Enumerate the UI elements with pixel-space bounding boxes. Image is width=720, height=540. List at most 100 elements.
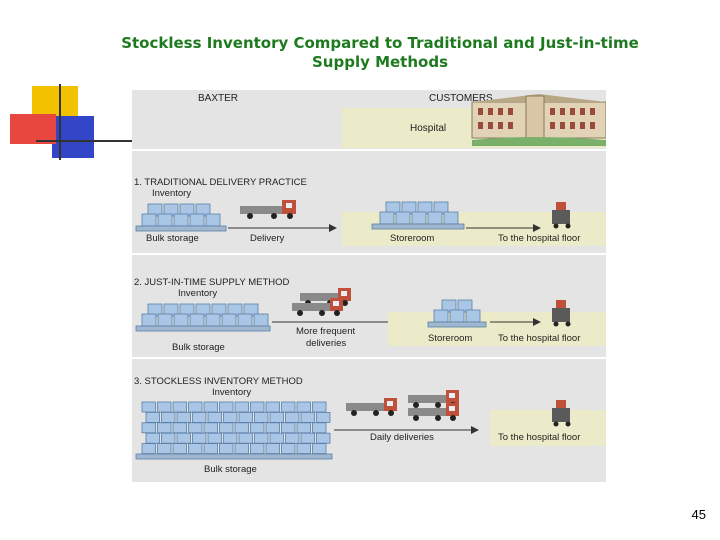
inventory-box (223, 411, 238, 423)
section-3-delivery-label: Daily deliveries (370, 432, 434, 443)
supplier-label: BAXTER (198, 93, 238, 104)
inventory-box (238, 432, 253, 444)
inventory-box (285, 432, 300, 444)
section-3-inventory-label: Inventory (212, 387, 251, 398)
inventory-box (188, 401, 203, 413)
inventory-box (296, 401, 311, 413)
section-3-truck-icon-3 (408, 403, 459, 421)
section-2-bulk-storage-label: Bulk storage (172, 342, 225, 353)
inventory-box (316, 432, 331, 444)
section-1-shelf (135, 225, 227, 232)
inventory-box (176, 411, 191, 423)
section-2-hospital-floor-label: To the hospital floor (498, 333, 580, 344)
inventory-box (207, 432, 222, 444)
inventory-box (281, 443, 296, 455)
page-number: 45 (691, 507, 706, 522)
inventory-box (219, 422, 234, 434)
inventory-box (141, 401, 156, 413)
deco-blue-square (52, 116, 94, 158)
inventory-box (265, 422, 280, 434)
inventory-box (250, 422, 265, 434)
section-2-truck-icon-2 (292, 298, 343, 316)
inventory-box (312, 401, 327, 413)
section-1-storeroom-label: Storeroom (390, 233, 434, 244)
section-1-delivery-label: Delivery (250, 233, 285, 244)
slide-title: Stockless Inventory Compared to Traditio… (60, 34, 700, 72)
hospital-building-icon (471, 94, 606, 146)
section-3-bulk-storage-label: Bulk storage (204, 464, 257, 475)
inventory-box (223, 432, 238, 444)
inventory-box (269, 432, 284, 444)
inventory-box (145, 411, 160, 423)
section-2-storeroom-label: Storeroom (428, 333, 472, 344)
section-1-cart-icon (552, 202, 571, 229)
inventory-box (141, 422, 156, 434)
inventory-box (312, 443, 327, 455)
inventory-box (172, 401, 187, 413)
hospital-label: Hospital (410, 123, 446, 134)
inventory-box (234, 401, 249, 413)
section-1-bulk-boxes (141, 203, 221, 227)
inventory-box (219, 443, 234, 455)
inventory-box (234, 422, 249, 434)
inventory-box (161, 411, 176, 423)
inventory-box (312, 422, 327, 434)
inventory-box (285, 411, 300, 423)
inventory-box (161, 432, 176, 444)
inventory-box (300, 411, 315, 423)
inventory-box (234, 443, 249, 455)
inventory-box (219, 401, 234, 413)
corner-decoration (10, 84, 140, 160)
section-1-hospital-floor-label: To the hospital floor (498, 233, 580, 244)
inventory-box (176, 432, 191, 444)
inventory-box (145, 432, 160, 444)
section-3-bulk-boxes (141, 401, 331, 455)
inventory-box (296, 422, 311, 434)
title-line-2: Supply Methods (311, 53, 449, 71)
section-1-title: 1. TRADITIONAL DELIVERY PRACTICE (134, 177, 307, 188)
inventory-box (203, 422, 218, 434)
inventory-box (265, 443, 280, 455)
inventory-box (172, 422, 187, 434)
inventory-box (192, 432, 207, 444)
title-line-1: Stockless Inventory Compared to Traditio… (121, 34, 639, 52)
section-1-storeroom-shelf (371, 223, 465, 230)
inventory-box (188, 443, 203, 455)
inventory-box (269, 411, 284, 423)
inventory-box (203, 443, 218, 455)
inventory-box (281, 401, 296, 413)
inventory-box (192, 411, 207, 423)
inventory-box (172, 443, 187, 455)
inventory-box (254, 411, 269, 423)
section-2-inventory-label: Inventory (178, 288, 217, 299)
supply-diagram: BAXTER CUSTOMERS Hospital 1. TRADITIONAL… (132, 90, 606, 482)
inventory-box (141, 443, 156, 455)
section-2-title: 2. JUST-IN-TIME SUPPLY METHOD (134, 277, 290, 288)
inventory-box (238, 411, 253, 423)
inventory-box (281, 422, 296, 434)
section-3-customer-band (490, 410, 606, 446)
inventory-box (157, 422, 172, 434)
section-2-storeroom-shelf (427, 321, 487, 328)
section-3-cart-icon (552, 400, 571, 427)
section-2-cart-icon (552, 300, 571, 327)
section-3-truck-icon-1 (346, 398, 397, 416)
section-3-hospital-floor-label: To the hospital floor (498, 432, 580, 443)
section-1-inventory-label: Inventory (152, 188, 191, 199)
inventory-box (254, 432, 269, 444)
section-1-bulk-storage-label: Bulk storage (146, 233, 199, 244)
section-2-bulk-boxes (141, 303, 269, 327)
inventory-box (157, 443, 172, 455)
inventory-box (250, 443, 265, 455)
section-2-delivery-label-line-2: deliveries (306, 338, 346, 349)
deco-red-square (10, 114, 56, 144)
inventory-box (203, 401, 218, 413)
section-3-shelf (135, 453, 333, 460)
section-1-storeroom-boxes (379, 201, 459, 225)
section-1-truck-icon (240, 200, 296, 219)
inventory-box (300, 432, 315, 444)
inventory-box (265, 401, 280, 413)
section-2-delivery-label-line-1: More frequent (296, 326, 356, 337)
inventory-box (207, 411, 222, 423)
inventory-box (250, 401, 265, 413)
